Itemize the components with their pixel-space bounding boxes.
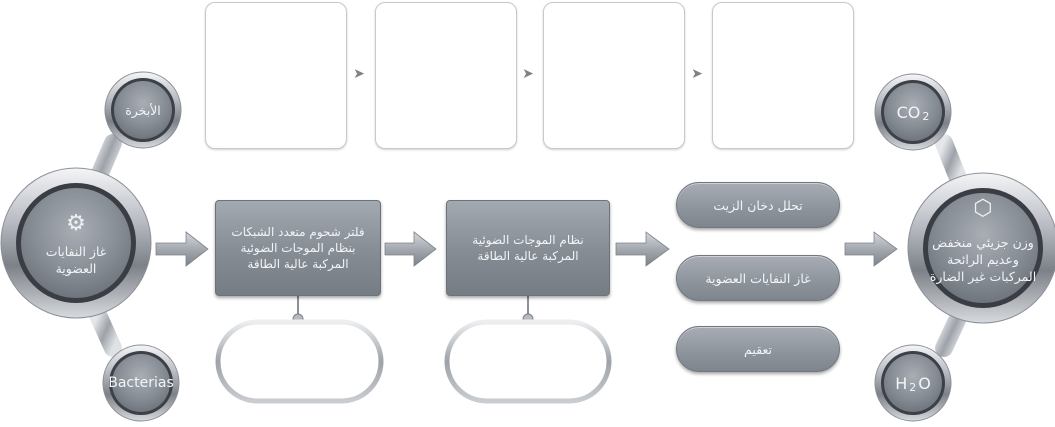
stems-and-loops [215,296,612,404]
top-card-2 [375,2,517,149]
process-box-1: فلتر شحوم متعدد الشبكات بنظام الموجات ال… [215,200,381,296]
chevron-right-icon: ➤ [522,66,534,82]
left-hub [0,167,152,319]
pill-organic-waste-gas: غاز النفايات العضوية [676,255,840,301]
connector-left-bottom [89,306,122,357]
left-top-satellite-label: الأبخرة [125,102,161,118]
loop-1 [215,319,384,404]
co2-text: CO [896,102,921,122]
right-hub [907,172,1055,324]
arrow-1 [155,231,209,267]
chevron-right-icon: ➤ [353,66,365,82]
right-bottom-satellite [874,344,952,422]
left-bottom-satellite-label: Bacterias [108,374,174,391]
loop-2 [444,319,612,404]
right-top-satellite [874,73,952,151]
top-card-4 [712,2,854,149]
left-bottom-satellite [102,344,180,422]
right-connectors [935,134,967,357]
arrow-2 [384,231,437,267]
co2-subscript: 2 [922,109,930,123]
top-card-3 [543,2,685,149]
bacteria-icon: ⚙ [66,211,86,236]
chevron-right-icon: ➤ [691,66,703,82]
h2o-subscript: 2 [909,380,917,394]
top-card-1 [205,2,347,149]
process-box-2: نظام الموجات الضوئية المركبة عالية الطاق… [446,200,610,296]
right-hub-label: وزن جزيئي منخفض وعديم الرائحة المركبات غ… [929,234,1037,284]
left-top-satellite [104,71,182,149]
pill-oil-smoke: تحلل دخان الزيت [676,182,840,228]
connector-right-top [935,134,967,187]
arrow-4 [844,231,898,267]
h2o-tail: O [918,373,931,393]
h2o-text: H [895,373,908,393]
left-hub-label: غاز النفايات العضوية [45,244,107,276]
flow-arrows [155,231,898,267]
molecule-icon: ⬡ [973,196,993,221]
arrow-3 [615,231,670,267]
pill-sterilization: تعقيم [676,326,840,372]
connector-right-bottom [935,309,967,357]
